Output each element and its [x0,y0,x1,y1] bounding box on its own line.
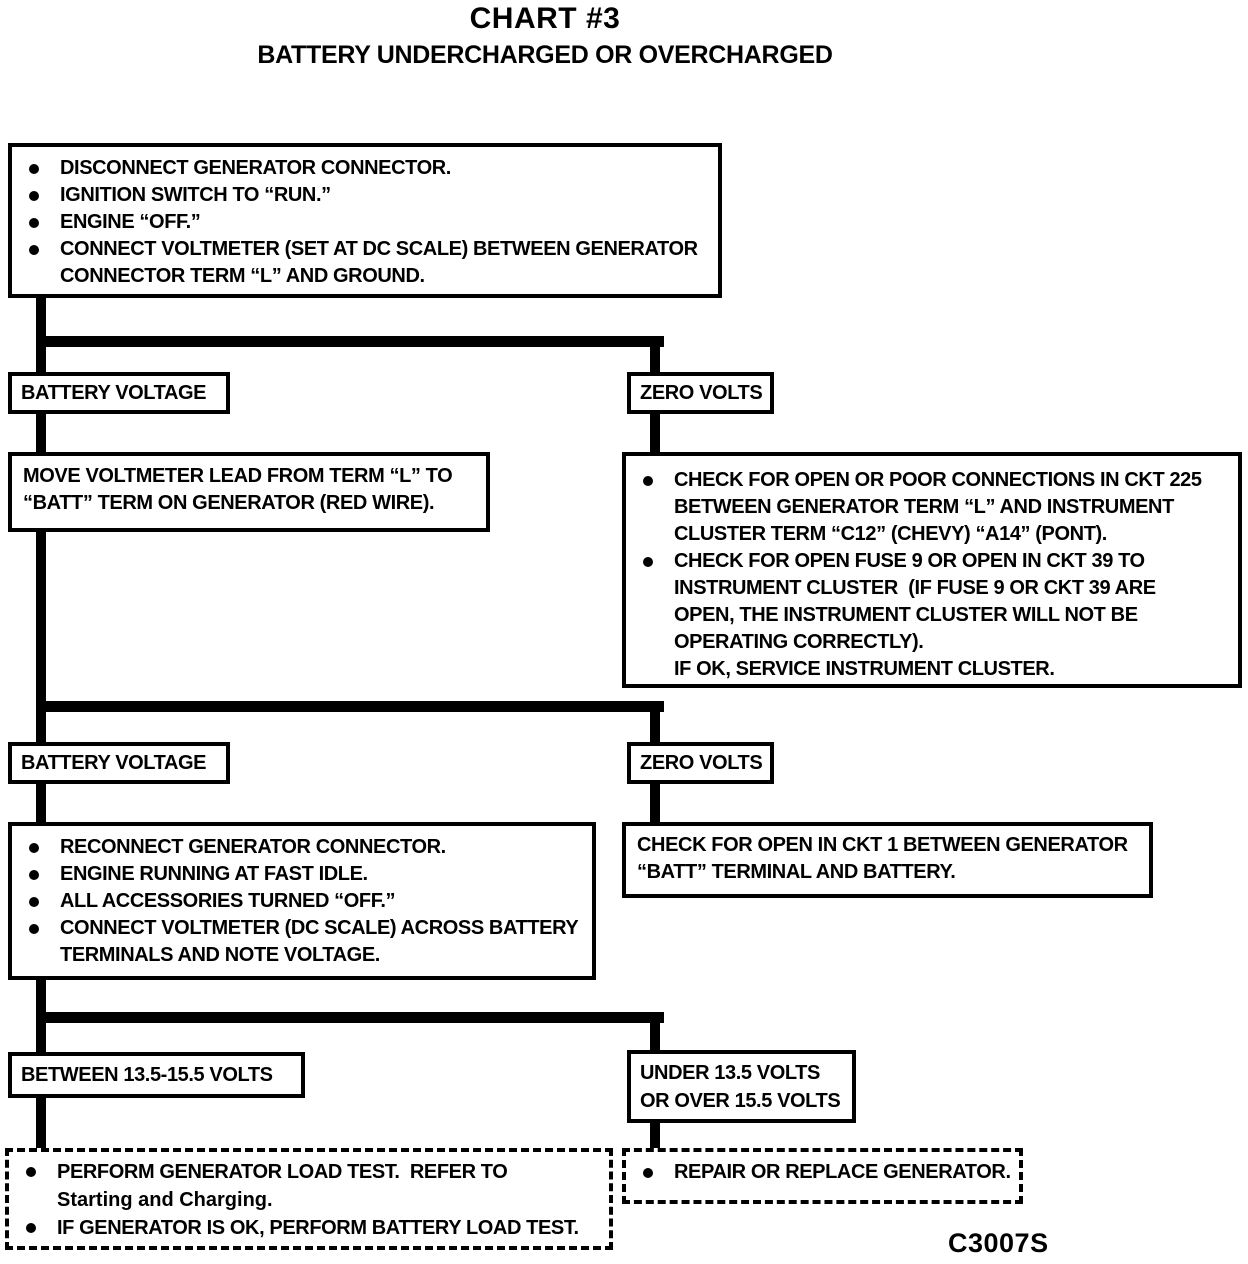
connector-split-2 [36,701,664,712]
setup-bullet-list: DISCONNECT GENERATOR CONNECTOR. IGNITION… [12,147,718,290]
list-item: CHECK FOR OPEN OR POOR CONNECTIONS IN CK… [643,467,1232,548]
action-line: IF GENERATOR IS OK, PERFORM BATTERY LOAD… [57,1217,579,1239]
connector-between-to-test [36,1096,46,1150]
setup-box: DISCONNECT GENERATOR CONNECTOR. IGNITION… [8,143,722,298]
recheck-box: RECONNECT GENERATOR CONNECTOR. ENGINE RU… [8,822,596,980]
bullet-icon [29,218,39,228]
list-item: IGNITION SWITCH TO “RUN.” [29,182,712,209]
manual-section-reference: Starting and Charging. [57,1189,273,1211]
generator-load-test-box: PERFORM GENERATOR LOAD TEST. REFER TO St… [5,1148,613,1250]
result-label: BETWEEN 13.5-15.5 VOLTS [21,1063,273,1086]
ckt1-check-box: CHECK FOR OPEN IN CKT 1 BETWEEN GENERATO… [622,822,1153,898]
figure-code: C3007S [948,1228,1049,1258]
result-label: BATTERY VOLTAGE [21,751,207,774]
list-item: CHECK FOR OPEN FUSE 9 OR OPEN IN CKT 39 … [643,548,1232,683]
setup-bullet-text: ENGINE “OFF.” [60,211,201,233]
bullet-icon [643,476,653,486]
check-line: BETWEEN GENERATOR TERM “L” AND INSTRUMEN… [674,496,1174,518]
connector-move-down [36,530,46,746]
bullet-icon [26,1167,36,1177]
bullet-icon [29,843,39,853]
bullet-icon [29,245,39,255]
connector-zv2-to-ckt1 [650,782,660,826]
move-voltmeter-box: MOVE VOLTMETER LEAD FROM TERM “L” TO “BA… [8,452,490,532]
recheck-bullet-list: RECONNECT GENERATOR CONNECTOR. ENGINE RU… [12,826,592,969]
title-block: CHART #3 BATTERY UNDERCHARGED OR OVERCHA… [0,2,1090,70]
action-line: REPAIR OR REPLACE GENERATOR. [674,1161,1011,1183]
result-label: BATTERY VOLTAGE [21,381,207,404]
instruction-line: MOVE VOLTMETER LEAD FROM TERM “L” TO [23,465,453,487]
connector-bv1-to-move [36,412,46,456]
result-label: OR OVER 15.5 VOLTS [640,1089,841,1112]
ckt225-check-box: CHECK FOR OPEN OR POOR CONNECTIONS IN CK… [622,452,1242,688]
chart-title: CHART #3 [469,2,621,35]
ckt225-bullet-list: CHECK FOR OPEN OR POOR CONNECTIONS IN CK… [626,456,1238,683]
connector-bv2-to-recheck [36,782,46,826]
list-item: DISCONNECT GENERATOR CONNECTOR. [29,155,712,182]
check-line: “BATT” TERMINAL AND BATTERY. [637,861,956,883]
repair-generator-box: REPAIR OR REPLACE GENERATOR. [622,1148,1023,1204]
check-line: CHECK FOR OPEN IN CKT 1 BETWEEN GENERATO… [637,834,1128,856]
list-item: ENGINE “OFF.” [29,209,712,236]
zero-volts-label-2: ZERO VOLTS [627,742,774,784]
zero-volts-label-1: ZERO VOLTS [627,372,774,414]
setup-bullet-text: CONNECT VOLTMETER (SET AT DC SCALE) BETW… [60,238,698,260]
result-label: UNDER 13.5 VOLTS [640,1061,820,1084]
under-over-volts-label: UNDER 13.5 VOLTS OR OVER 15.5 VOLTS [627,1050,856,1123]
list-item: PERFORM GENERATOR LOAD TEST. REFER TO St… [26,1158,603,1214]
bullet-icon [29,164,39,174]
connector-split-1 [36,336,664,347]
check-line: IF OK, SERVICE INSTRUMENT CLUSTER. [674,658,1055,680]
list-item: CONNECT VOLTMETER (DC SCALE) ACROSS BATT… [29,915,586,969]
bullet-icon [26,1223,36,1233]
check-line: CHECK FOR OPEN OR POOR CONNECTIONS IN CK… [674,469,1202,491]
bullet-icon [29,924,39,934]
battery-voltage-label-2: BATTERY VOLTAGE [8,742,230,784]
list-item: IF GENERATOR IS OK, PERFORM BATTERY LOAD… [26,1214,603,1242]
recheck-bullet-text: RECONNECT GENERATOR CONNECTOR. [60,836,446,858]
recheck-bullet-text: TERMINALS AND NOTE VOLTAGE. [60,944,380,966]
recheck-bullet-text: ENGINE RUNNING AT FAST IDLE. [60,863,368,885]
action-line: PERFORM GENERATOR LOAD TEST. REFER TO [57,1161,508,1183]
bullet-icon [29,191,39,201]
check-line: CHECK FOR OPEN FUSE 9 OR OPEN IN CKT 39 … [674,550,1145,572]
list-item: REPAIR OR REPLACE GENERATOR. [643,1159,1013,1186]
setup-bullet-text: IGNITION SWITCH TO “RUN.” [60,184,331,206]
connector-to-under-over [650,1012,660,1054]
result-label: ZERO VOLTS [640,381,763,404]
connector-to-zero-volts-1 [650,336,660,376]
check-line: INSTRUMENT CLUSTER (IF FUSE 9 OR CKT 39 … [674,577,1156,599]
connector-zv1-to-ckt225 [650,412,660,456]
between-volts-label: BETWEEN 13.5-15.5 VOLTS [8,1052,305,1098]
list-item: CONNECT VOLTMETER (SET AT DC SCALE) BETW… [29,236,712,290]
instruction-line: “BATT” TERM ON GENERATOR (RED WIRE). [23,492,435,514]
recheck-bullet-text: CONNECT VOLTMETER (DC SCALE) ACROSS BATT… [60,917,579,939]
check-line: OPERATING CORRECTLY). [674,631,924,653]
list-item: ALL ACCESSORIES TURNED “OFF.” [29,888,586,915]
bullet-icon [643,1168,653,1178]
check-line: OPEN, THE INSTRUMENT CLUSTER WILL NOT BE [674,604,1138,626]
bullet-icon [29,870,39,880]
bullet-icon [643,557,653,567]
bullet-icon [29,897,39,907]
connector-under-to-repair [650,1121,660,1150]
list-item: ENGINE RUNNING AT FAST IDLE. [29,861,586,888]
connector-to-zero-volts-2 [650,701,660,746]
chart-subtitle: BATTERY UNDERCHARGED OR OVERCHARGED [257,41,833,69]
check-line: CLUSTER TERM “C12” (CHEVY) “A14” (PONT). [674,523,1107,545]
repair-bullet-list: REPAIR OR REPLACE GENERATOR. [626,1152,1019,1186]
battery-voltage-label-1: BATTERY VOLTAGE [8,372,230,414]
result-label: ZERO VOLTS [640,751,763,774]
recheck-bullet-text: ALL ACCESSORIES TURNED “OFF.” [60,890,396,912]
setup-bullet-text: CONNECTOR TERM “L” AND GROUND. [60,265,425,287]
list-item: RECONNECT GENERATOR CONNECTOR. [29,834,586,861]
generator-test-bullet-list: PERFORM GENERATOR LOAD TEST. REFER TO St… [9,1152,609,1242]
connector-split-3 [36,1012,664,1023]
setup-bullet-text: DISCONNECT GENERATOR CONNECTOR. [60,157,451,179]
